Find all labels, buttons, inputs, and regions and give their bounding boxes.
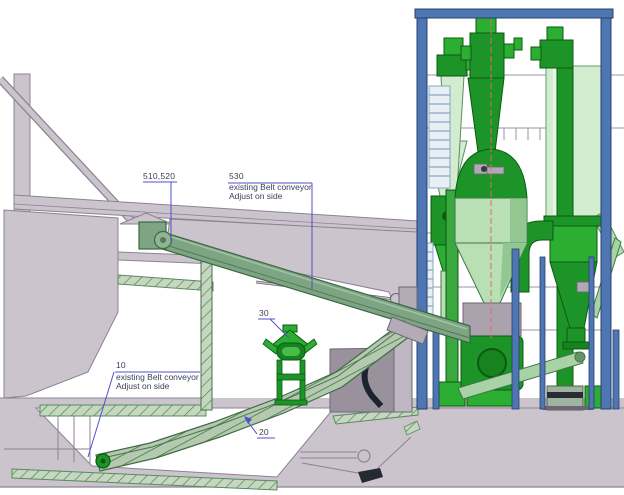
pit-grating-bottom [11, 468, 278, 491]
label-station-30: 30 [259, 308, 269, 318]
screw-conveyor [457, 351, 584, 400]
bucket-elevator-right-head [530, 26, 574, 69]
stairs-upper [428, 85, 451, 189]
label-conveyor-530-note1: existing Belt conveyor [229, 182, 312, 192]
bucket-elevator-center [460, 16, 523, 153]
dark-wedge [358, 468, 383, 483]
frame-right-wall [600, 9, 612, 410]
pit-grating-left [39, 404, 207, 417]
walkway-lower-grating [117, 274, 214, 292]
label-conveyor-510-520: 510,520 [143, 171, 176, 181]
callout-leaders [87, 181, 313, 458]
label-conveyor-530: 530 [229, 171, 244, 181]
label-conveyor-530-note2: Adjust on side [229, 191, 283, 201]
inclined-conveyor-20 [95, 316, 429, 472]
conveyor-20-head-hood [386, 316, 429, 345]
frame-top-beam [414, 8, 614, 19]
label-conveyor-10: 10 [116, 360, 126, 370]
tensioning-station-30 [262, 324, 318, 406]
foundation-pulley-circle [357, 449, 371, 463]
label-conveyor-10-note2: Adjust on side [116, 381, 170, 391]
plant-interior [418, 16, 624, 411]
plant-steel-frame [414, 8, 620, 410]
conveyor-510-520 [138, 221, 471, 344]
label-conveyor-10-note1: existing Belt conveyor [116, 372, 199, 382]
railing [503, 127, 541, 140]
label-conveyor-20: 20 [259, 427, 269, 437]
left-building-structure [0, 73, 419, 411]
building-wall-mass [3, 209, 119, 399]
foundation-details [300, 436, 412, 483]
frame-left-wall [416, 9, 428, 410]
